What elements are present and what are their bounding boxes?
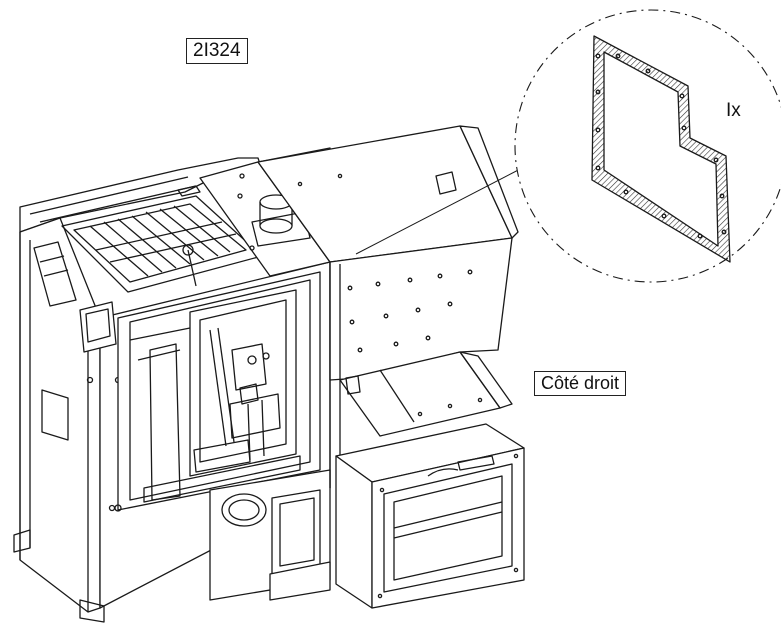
detail-leader-line (356, 166, 526, 254)
gasket-detail-view (515, 10, 781, 282)
ash-frame-box (336, 424, 524, 608)
reference-code-label: 2I324 (186, 38, 248, 64)
lower-front (115, 470, 330, 600)
side-label: Côté droit (534, 371, 627, 396)
lower-step (340, 352, 512, 436)
control-panel (34, 242, 116, 352)
heat-exchanger-grille (62, 186, 262, 292)
detail-label: Ix (726, 100, 741, 121)
combustion-chamber (118, 272, 320, 510)
pellet-hopper (258, 126, 518, 488)
